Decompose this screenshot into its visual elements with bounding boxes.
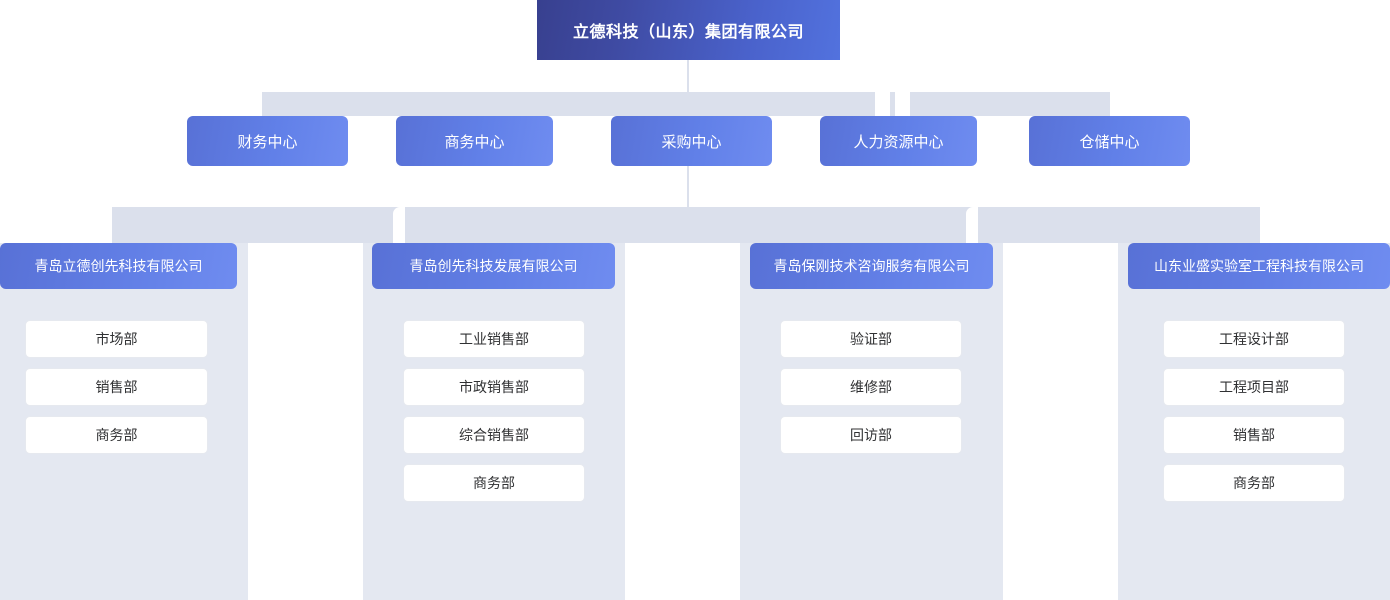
connector-notch-c — [393, 207, 405, 243]
connector-notch-b — [895, 92, 910, 116]
dept-box[interactable]: 销售部 — [1163, 416, 1345, 454]
dept-box[interactable]: 综合销售部 — [403, 416, 585, 454]
dept-box[interactable]: 商务部 — [25, 416, 208, 454]
center-node-hr[interactable]: 人力资源中心 — [820, 116, 977, 166]
connector-root-through — [687, 60, 689, 116]
company-header-qingdao-lide-chuangxian[interactable]: 青岛立德创先科技有限公司 — [0, 243, 237, 289]
company-header-qingdao-baogang[interactable]: 青岛保刚技术咨询服务有限公司 — [750, 243, 993, 289]
dept-box[interactable]: 维修部 — [780, 368, 962, 406]
dept-list-1: 市场部 销售部 商务部 — [25, 320, 208, 454]
dept-box[interactable]: 回访部 — [780, 416, 962, 454]
dept-box[interactable]: 工程项目部 — [1163, 368, 1345, 406]
connector-band-level2 — [262, 92, 1110, 116]
company-header-shandong-yesheng[interactable]: 山东业盛实验室工程科技有限公司 — [1128, 243, 1390, 289]
center-node-warehouse[interactable]: 仓储中心 — [1029, 116, 1190, 166]
dept-box[interactable]: 市场部 — [25, 320, 208, 358]
connector-level2-stem — [687, 166, 689, 207]
dept-list-4: 工程设计部 工程项目部 销售部 商务部 — [1163, 320, 1345, 502]
dept-box[interactable]: 验证部 — [780, 320, 962, 358]
connector-notch-d — [966, 207, 978, 243]
connector-band-level3 — [112, 207, 1260, 243]
center-node-procurement[interactable]: 采购中心 — [611, 116, 772, 166]
dept-box[interactable]: 工程设计部 — [1163, 320, 1345, 358]
company-header-qingdao-chuangxian[interactable]: 青岛创先科技发展有限公司 — [372, 243, 615, 289]
dept-box[interactable]: 市政销售部 — [403, 368, 585, 406]
root-node-company[interactable]: 立德科技（山东）集团有限公司 — [537, 0, 840, 60]
center-node-finance[interactable]: 财务中心 — [187, 116, 348, 166]
dept-list-2: 工业销售部 市政销售部 综合销售部 商务部 — [403, 320, 585, 502]
dept-box[interactable]: 工业销售部 — [403, 320, 585, 358]
center-node-business[interactable]: 商务中心 — [396, 116, 553, 166]
dept-list-3: 验证部 维修部 回访部 — [780, 320, 962, 454]
dept-box[interactable]: 商务部 — [1163, 464, 1345, 502]
connector-notch-a — [875, 92, 890, 116]
dept-box[interactable]: 销售部 — [25, 368, 208, 406]
dept-box[interactable]: 商务部 — [403, 464, 585, 502]
